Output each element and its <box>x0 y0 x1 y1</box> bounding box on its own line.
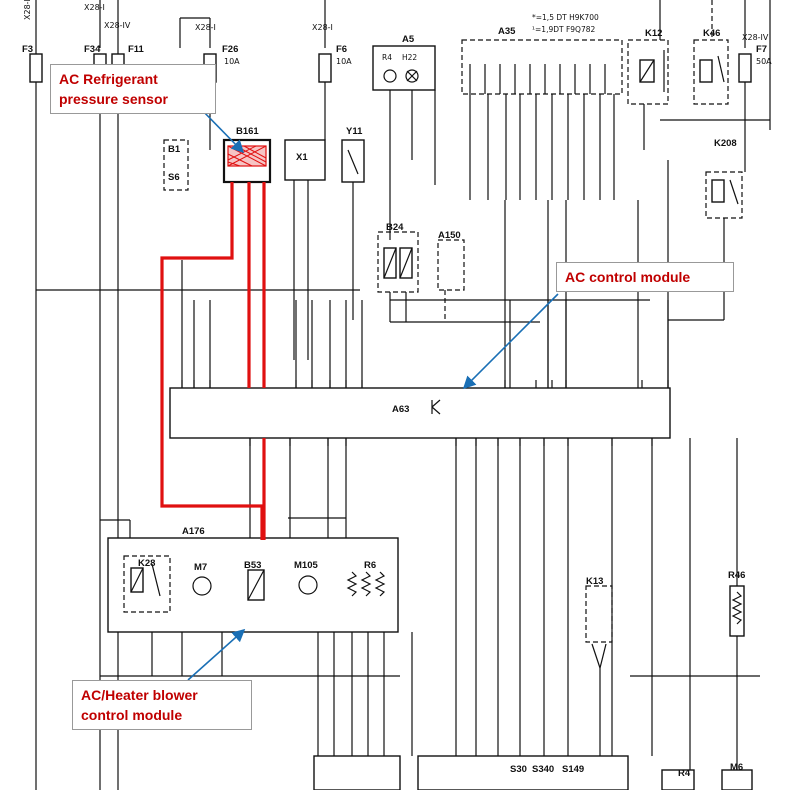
fuse-f7-rating: 50A <box>756 57 772 66</box>
label-r4-inner: R4 <box>382 53 392 62</box>
fuse-f7: F7 <box>756 44 767 55</box>
label-m7: M7 <box>194 562 207 573</box>
label-k28: K28 <box>138 558 155 569</box>
component-a5 <box>372 45 436 240</box>
component-k13 <box>585 585 613 669</box>
fuse-f26: F26 <box>222 44 238 55</box>
label-a35: A35 <box>498 26 516 37</box>
component-a63 <box>169 380 671 446</box>
component-k12 <box>627 14 669 150</box>
label-h22: H22 <box>402 53 417 62</box>
label-m105: M105 <box>294 560 318 571</box>
supply-label-3: X28-IV <box>104 21 131 30</box>
component-y11 <box>341 139 365 320</box>
component-k46 <box>693 0 729 105</box>
label-k12: K12 <box>645 28 662 39</box>
label-r6: R6 <box>364 560 376 571</box>
label-a63: A63 <box>392 404 409 415</box>
label-a5: A5 <box>402 34 415 45</box>
label-b53: B53 <box>244 560 261 571</box>
label-a150: A150 <box>438 230 461 241</box>
supply-label-5: X28-I <box>312 23 333 32</box>
arrow-blower <box>187 628 246 681</box>
label-r4: R4 <box>678 768 691 779</box>
highlighted-circuit <box>160 182 266 540</box>
supply-label-2: X28-I <box>84 3 105 12</box>
callout-control-text: AC control module <box>565 269 691 285</box>
callout-sensor-line1: AC Refrigerant <box>59 71 158 87</box>
arrow-control <box>462 293 559 390</box>
component-b161 <box>222 138 272 184</box>
label-x1: X1 <box>296 152 308 163</box>
fuse-f6: F6 <box>336 44 347 55</box>
callout-ac-control-module: AC control module <box>556 262 734 292</box>
label-b161: B161 <box>236 126 259 137</box>
label-s30: S30 <box>510 764 527 775</box>
label-a176: A176 <box>182 526 205 537</box>
harness-lower <box>100 438 760 790</box>
label-m6: M6 <box>730 762 743 773</box>
label-r46: R46 <box>728 570 745 581</box>
component-b1-s6 <box>163 139 189 191</box>
callout-sensor-line2: pressure sensor <box>59 91 168 107</box>
label-b1: B1 <box>168 144 181 155</box>
supply-label-6: X28-IV <box>742 33 769 42</box>
callout-refrigerant-sensor: AC Refrigerant pressure sensor <box>50 64 216 114</box>
label-s149: S149 <box>562 764 584 775</box>
component-b24 <box>377 231 540 323</box>
label-s340: S340 <box>532 764 554 775</box>
callout-blower-line2: control module <box>81 707 183 723</box>
label-k46: K46 <box>703 28 720 39</box>
fuse-f6-rating: 10A <box>336 57 352 66</box>
component-a150 <box>437 239 465 322</box>
label-b24: B24 <box>386 222 404 233</box>
component-x1 <box>284 139 326 360</box>
label-y11: Y11 <box>346 126 363 137</box>
callout-blower-module: AC/Heater blower control module <box>72 680 252 730</box>
harness-upper <box>36 94 724 388</box>
label-k13: K13 <box>586 576 603 587</box>
bottom-modules <box>313 755 753 790</box>
callout-blower-line1: AC/Heater blower <box>81 687 198 703</box>
component-a176 <box>107 537 399 633</box>
component-r46 <box>729 585 745 637</box>
fuse-f34: F34 <box>84 44 101 55</box>
component-a35 <box>461 39 623 95</box>
supply-label-4: X28-I <box>195 23 216 32</box>
label-k208: K208 <box>714 138 737 149</box>
a35-note-1: *=1,5 DT H9K700 <box>532 13 599 22</box>
fuse-f26-rating: 10A <box>224 57 240 66</box>
supply-label-1: X28-I <box>23 0 32 20</box>
fuse-f3: F3 <box>22 44 33 55</box>
a35-note-2: ¹=1,9DT F9Q782 <box>532 25 595 34</box>
fuse-f11: F11 <box>128 44 145 55</box>
label-s6: S6 <box>168 172 180 183</box>
